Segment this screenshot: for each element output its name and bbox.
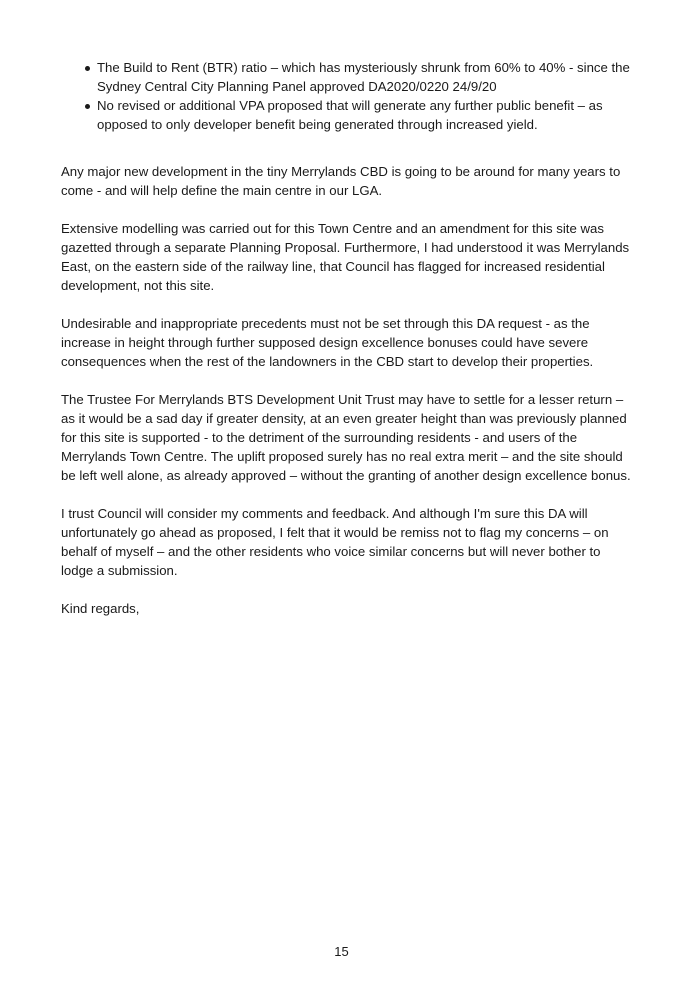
letter-body: The Build to Rent (BTR) ratio – which ha… <box>61 58 631 618</box>
bullet-item: The Build to Rent (BTR) ratio – which ha… <box>61 58 631 96</box>
paragraph-closing-remarks: I trust Council will consider my comment… <box>61 506 609 578</box>
concerns-bullet-list: The Build to Rent (BTR) ratio – which ha… <box>61 58 631 134</box>
bullet-dot-icon <box>85 66 90 71</box>
paragraph-precedents: Undesirable and inappropriate precedents… <box>61 316 594 369</box>
paragraph-cbd-development: Any major new development in the tiny Me… <box>61 164 621 198</box>
bullet-text: No revised or additional VPA proposed th… <box>97 98 603 132</box>
paragraph-trustee: The Trustee For Merrylands BTS Developme… <box>61 392 631 483</box>
signoff: Kind regards, <box>61 601 140 616</box>
bullet-dot-icon <box>85 104 90 109</box>
bullet-text: The Build to Rent (BTR) ratio – which ha… <box>97 60 630 94</box>
page-number: 15 <box>334 944 349 959</box>
paragraph-modelling: Extensive modelling was carried out for … <box>61 221 630 293</box>
bullet-item: No revised or additional VPA proposed th… <box>61 96 631 134</box>
